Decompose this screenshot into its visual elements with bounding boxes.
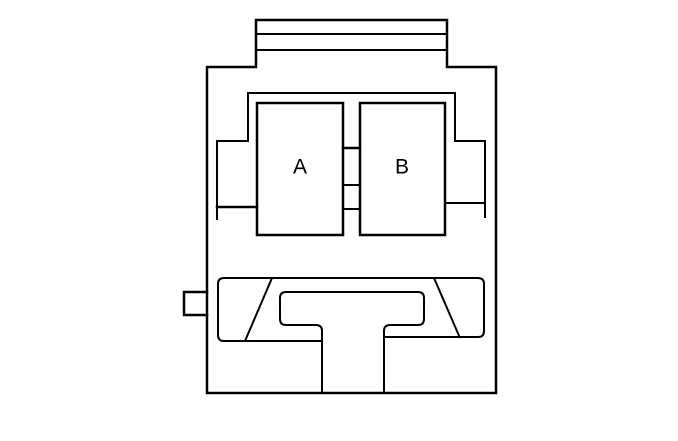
cavity-frame-left xyxy=(216,92,257,220)
latch-diagonal-left xyxy=(244,277,273,342)
cavity-a-box xyxy=(255,101,345,237)
cavity-b-box xyxy=(358,101,447,237)
connector-housing-outline xyxy=(205,18,498,395)
cavity-frame-top xyxy=(248,92,486,218)
t-lock-latch xyxy=(279,291,425,393)
cavity-a: A xyxy=(255,101,345,237)
side-lock-tab xyxy=(182,290,209,317)
cavity-b: B xyxy=(358,101,447,237)
cavity-b-label: B xyxy=(395,156,409,179)
latch-diagonal-right xyxy=(433,277,461,339)
cavity-a-label: A xyxy=(293,156,307,179)
latch-frame-left xyxy=(217,277,485,342)
